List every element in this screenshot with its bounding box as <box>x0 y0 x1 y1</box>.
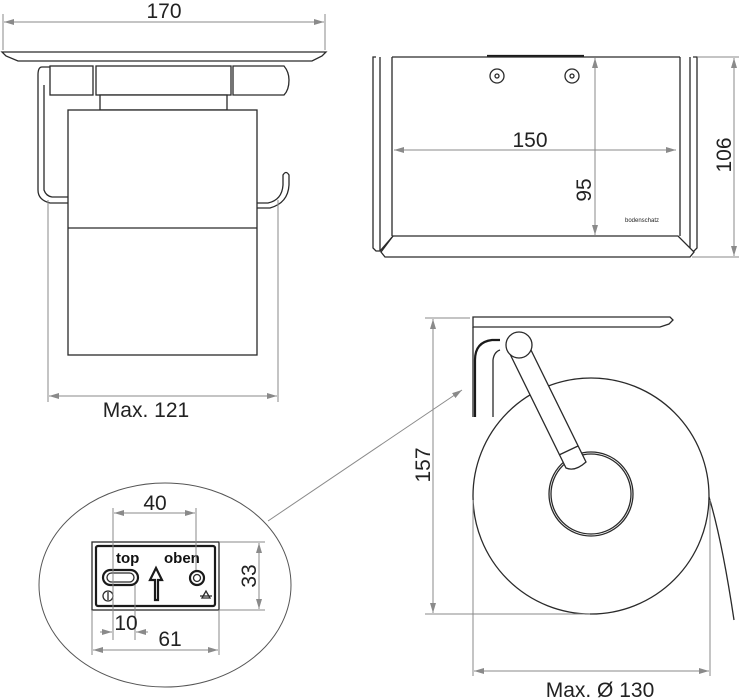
brand-logo: bodenschatz <box>625 218 659 224</box>
dim-label-150: 150 <box>512 129 547 152</box>
plate-view: 150 95 bodenschatz 106 <box>372 54 739 258</box>
dim-label-40: 40 <box>143 492 166 515</box>
detail-leader <box>267 389 463 522</box>
mount-detail: top oben 40 33 10 61 <box>38 389 463 688</box>
roll-front <box>67 109 258 356</box>
shelf-plate <box>0 51 328 62</box>
dim-label-33: 33 <box>238 564 261 587</box>
dim-label-10: 10 <box>114 612 137 635</box>
paper-tail <box>708 496 735 621</box>
mount-top-label: top <box>116 550 139 567</box>
dim-label-170: 170 <box>146 0 181 23</box>
dim-label-roll-diameter: Max. Ø 130 <box>546 679 655 700</box>
dim-label-max-121: Max. 121 <box>103 399 189 422</box>
side-view: 157 Max. Ø 130 <box>412 316 735 700</box>
dim-label-157: 157 <box>412 447 435 482</box>
paper-roll <box>472 377 710 615</box>
mount-oben-label: oben <box>164 550 200 567</box>
dim-label-61: 61 <box>158 628 181 651</box>
screw-hole <box>489 68 505 84</box>
holder-arm <box>508 345 587 470</box>
plate-bottom <box>380 235 695 258</box>
screw-hole <box>564 68 580 84</box>
dim-label-95: 95 <box>573 178 596 201</box>
front-view: 170 Max. 121 <box>0 0 328 422</box>
dim-label-106: 106 <box>713 137 736 172</box>
